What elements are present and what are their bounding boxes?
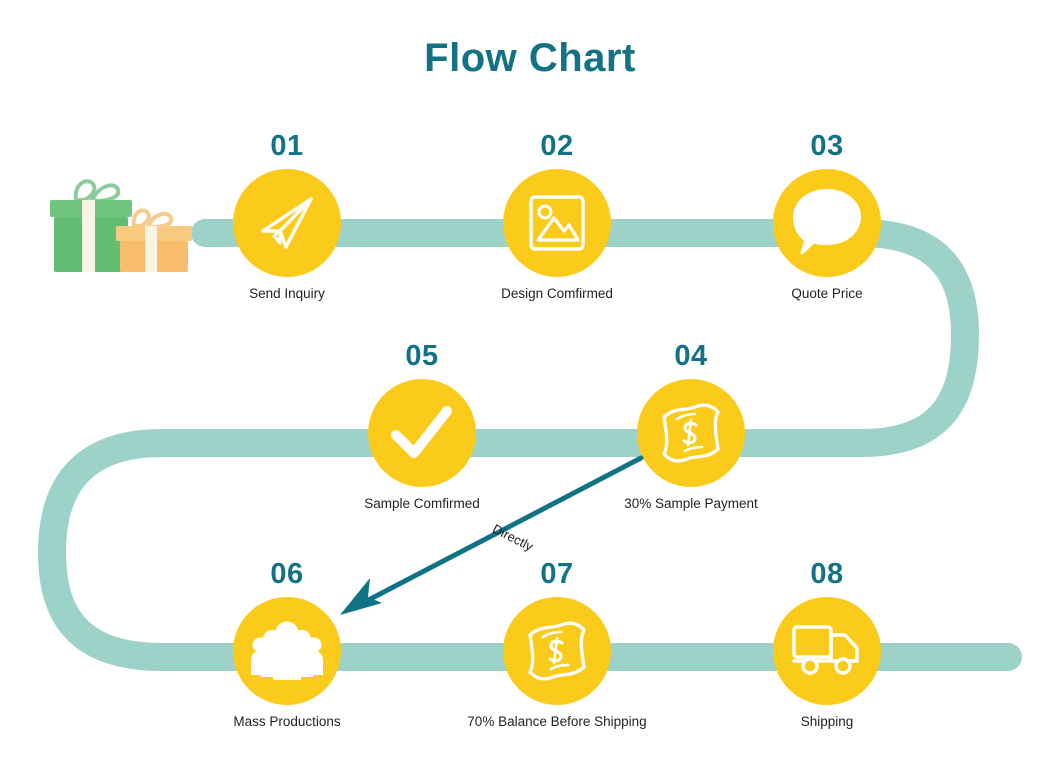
step-number: 07	[540, 558, 574, 590]
speech-bubble-icon	[773, 169, 881, 277]
step-icon-circle[interactable]	[503, 169, 611, 277]
step-01[interactable]: 01 Send Inquiry	[177, 132, 397, 302]
page-title: Flow Chart	[424, 36, 636, 80]
step-label: Shipping	[800, 714, 854, 729]
step-number: 06	[270, 558, 304, 590]
step-icon-circle[interactable]	[233, 169, 341, 277]
banknote-dollar-icon	[662, 403, 720, 463]
step-icon-circle[interactable]	[233, 597, 341, 705]
step-label: Send Inquiry	[249, 286, 325, 301]
gift-box-orange	[116, 208, 192, 272]
step-number: 05	[405, 340, 439, 372]
step-04[interactable]: 04 30% Sample Payment	[581, 342, 801, 512]
people-group-icon	[251, 621, 323, 680]
step-05[interactable]: 05 Sample Comfirmed	[312, 342, 532, 512]
step-06[interactable]: 06 Mass Productions	[177, 560, 397, 730]
step-label: Mass Productions	[233, 714, 341, 729]
paper-plane-icon	[261, 197, 313, 249]
step-07[interactable]: 07 70% Balance Before Shipping	[447, 560, 667, 730]
delivery-truck-icon	[792, 625, 859, 675]
step-icon-circle[interactable]	[773, 169, 881, 277]
image-photo-icon	[529, 195, 585, 251]
step-icon-circle[interactable]	[503, 597, 611, 705]
step-08[interactable]: 08 Shipping	[717, 560, 937, 730]
step-icon-circle[interactable]	[368, 379, 476, 487]
step-label: Sample Comfirmed	[364, 496, 480, 511]
step-02[interactable]: 02 Design Comfirmed	[447, 132, 667, 302]
step-label: Quote Price	[791, 286, 863, 301]
step-label: 30% Sample Payment	[624, 496, 758, 511]
banknote-dollar-icon	[528, 621, 586, 681]
arrow-label: Directly	[490, 521, 536, 555]
checkmark-icon	[391, 406, 452, 458]
step-icon-circle[interactable]	[637, 379, 745, 487]
step-number: 03	[810, 130, 844, 162]
step-number: 01	[270, 130, 304, 162]
step-number: 08	[810, 558, 844, 590]
step-03[interactable]: 03 Quote Price	[717, 132, 937, 302]
step-number: 02	[540, 130, 574, 162]
step-number: 04	[674, 340, 708, 372]
step-label: 70% Balance Before Shipping	[467, 714, 647, 729]
step-icon-circle[interactable]	[773, 597, 881, 705]
gift-box-green	[50, 179, 132, 272]
gift-boxes-icon	[50, 179, 192, 272]
step-label: Design Comfirmed	[501, 286, 613, 301]
